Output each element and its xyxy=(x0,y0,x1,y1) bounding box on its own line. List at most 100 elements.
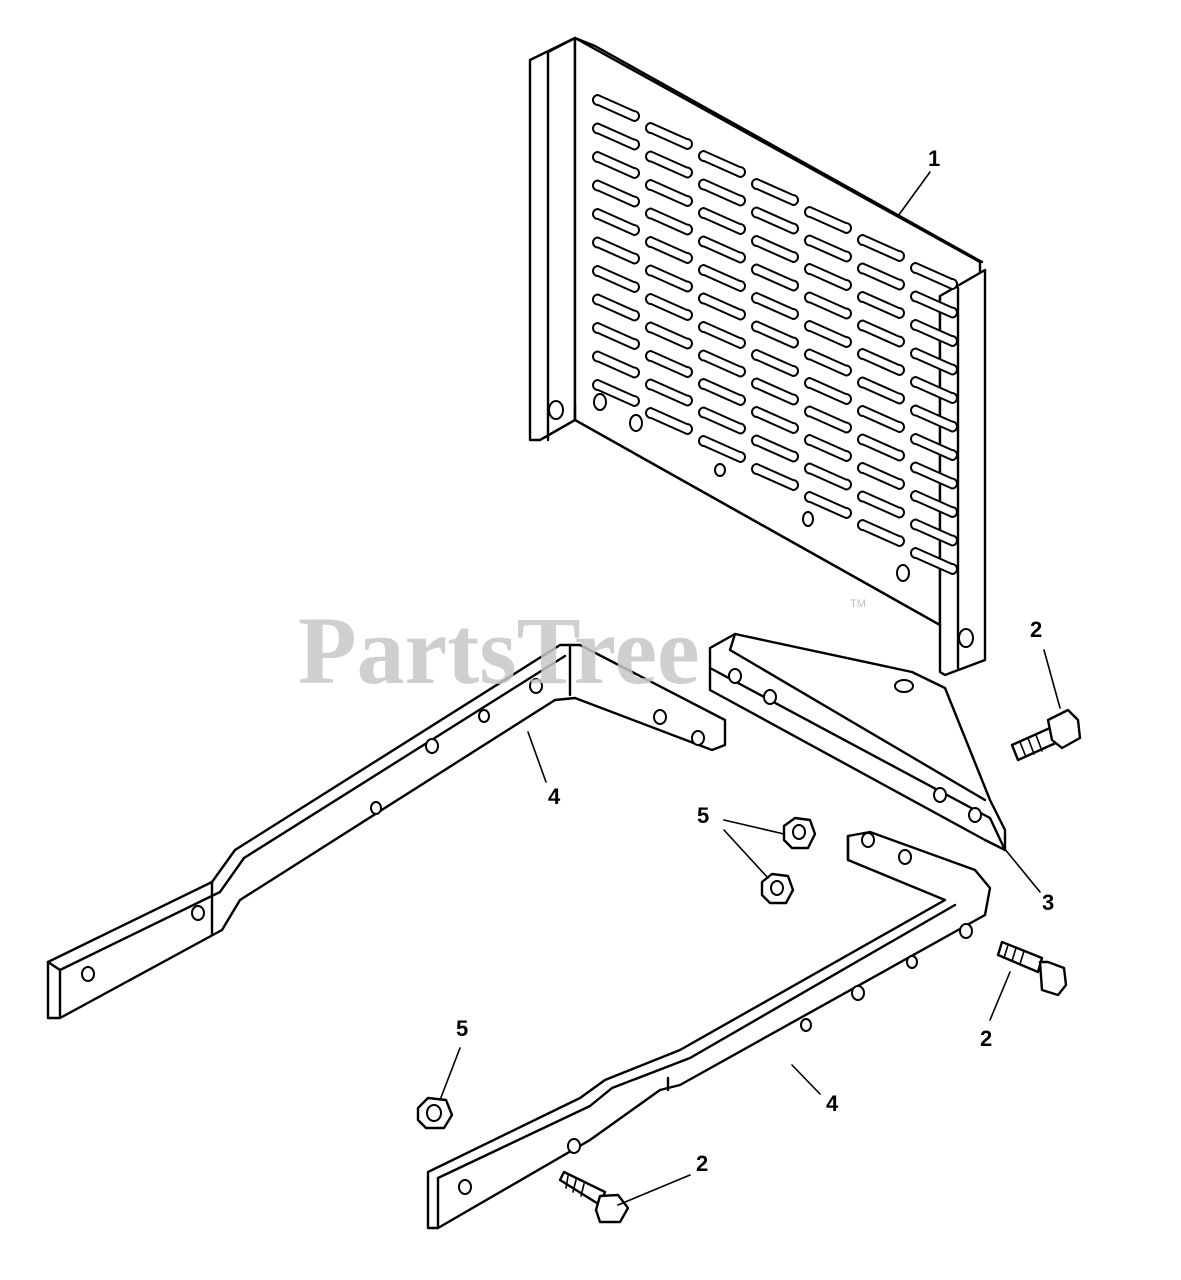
callout-4-upper: 4 xyxy=(548,784,561,809)
slot xyxy=(857,433,905,462)
slot xyxy=(751,405,799,435)
slot xyxy=(857,490,905,519)
slot xyxy=(751,291,799,321)
slot xyxy=(645,349,693,379)
part-2-bolt-lower[interactable] xyxy=(558,1170,630,1224)
slot xyxy=(592,179,640,208)
partstree-watermark: PartsTree TM xyxy=(298,597,866,704)
slot xyxy=(804,262,852,292)
slot xyxy=(645,264,693,293)
slot xyxy=(857,518,905,548)
slot xyxy=(910,489,958,519)
slot xyxy=(910,546,958,576)
part-5-nut-upper[interactable] xyxy=(782,816,817,850)
slot xyxy=(698,292,746,321)
slot xyxy=(698,377,746,407)
slot xyxy=(751,320,799,349)
part-1-perforated-shield[interactable] xyxy=(528,36,987,677)
slot xyxy=(910,261,958,291)
slot xyxy=(751,263,799,292)
watermark-text: PartsTree xyxy=(298,597,700,704)
slot xyxy=(804,405,852,434)
slot xyxy=(804,433,852,463)
slot xyxy=(645,292,693,322)
slot xyxy=(804,462,852,491)
slot xyxy=(751,348,799,378)
slot xyxy=(698,406,746,435)
slot xyxy=(698,206,746,236)
slot xyxy=(857,319,905,348)
slot xyxy=(910,290,958,319)
slot xyxy=(751,462,799,492)
slot xyxy=(910,375,958,405)
slot xyxy=(804,234,852,263)
slot xyxy=(592,122,640,151)
slot xyxy=(592,293,640,322)
part-4-lower-arm[interactable] xyxy=(426,830,992,1230)
watermark-tm: TM xyxy=(850,598,866,610)
callout-3: 3 xyxy=(1042,890,1054,915)
slot xyxy=(592,150,640,180)
slot xyxy=(592,350,640,379)
slot xyxy=(857,233,905,263)
slot xyxy=(645,321,693,350)
slot xyxy=(751,177,799,207)
slot xyxy=(645,178,693,208)
callout-numbers: 1 2 2 2 3 4 4 5 5 xyxy=(456,146,1054,1176)
slot xyxy=(592,321,640,351)
slot xyxy=(698,434,746,464)
slot xyxy=(804,205,852,235)
slot xyxy=(910,518,958,547)
slot xyxy=(857,376,905,405)
slot xyxy=(645,121,693,151)
slot xyxy=(910,404,958,433)
callout-2-middle: 2 xyxy=(980,1026,992,1051)
slot xyxy=(910,432,958,462)
slot xyxy=(910,461,958,490)
part-4-upper-arm[interactable] xyxy=(46,643,727,1020)
slot xyxy=(751,234,799,264)
slot xyxy=(698,349,746,378)
slot xyxy=(645,406,693,436)
slot xyxy=(698,263,746,293)
ventilation-slots xyxy=(592,93,958,576)
slot xyxy=(804,291,852,320)
callout-4-lower: 4 xyxy=(826,1091,839,1116)
slot xyxy=(910,347,958,376)
slot xyxy=(592,236,640,265)
slot xyxy=(804,376,852,406)
slot xyxy=(751,206,799,235)
part-5-nut-lower[interactable] xyxy=(416,1096,454,1130)
slot xyxy=(645,150,693,179)
slot xyxy=(857,461,905,491)
slot xyxy=(592,207,640,237)
slot xyxy=(592,378,640,408)
slot xyxy=(645,378,693,407)
callout-2-upper: 2 xyxy=(1030,617,1042,642)
slot xyxy=(857,262,905,291)
slot xyxy=(857,404,905,434)
slot xyxy=(804,490,852,520)
slot xyxy=(804,319,852,349)
slot xyxy=(804,348,852,377)
slot xyxy=(751,377,799,406)
slot xyxy=(751,434,799,463)
callout-2-lower: 2 xyxy=(696,1151,708,1176)
slot xyxy=(592,93,640,123)
callout-5-lower: 5 xyxy=(456,1016,468,1041)
slot xyxy=(698,178,746,207)
slot xyxy=(698,320,746,350)
slot xyxy=(698,149,746,179)
slot xyxy=(645,207,693,236)
slot xyxy=(857,347,905,377)
part-2-bolt-upper[interactable] xyxy=(1010,708,1082,762)
slot xyxy=(910,318,958,348)
callout-5-upper: 5 xyxy=(697,803,709,828)
part-2-bolt-middle[interactable] xyxy=(996,940,1068,997)
callout-1: 1 xyxy=(928,146,940,171)
leader-lines xyxy=(439,171,1061,1206)
slot xyxy=(857,290,905,320)
part-3-mounting-bracket[interactable] xyxy=(708,632,1007,852)
part-5-nut-middle[interactable] xyxy=(760,872,795,905)
